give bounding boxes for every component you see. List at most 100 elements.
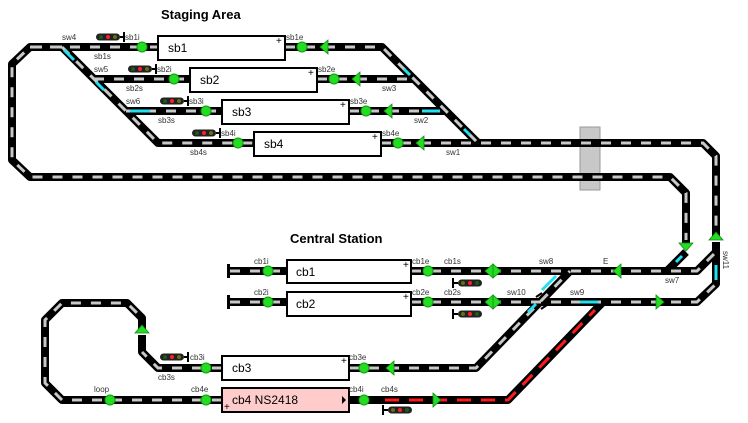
sensor-cb2i bbox=[262, 296, 274, 308]
label-cb3e: cb3e bbox=[349, 353, 367, 362]
label-cb3s: cb3s bbox=[158, 373, 175, 382]
svg-text:+: + bbox=[276, 36, 282, 47]
label-sw4: sw4 bbox=[62, 33, 77, 42]
svg-text:+: + bbox=[224, 402, 230, 413]
label-sw9: sw9 bbox=[570, 288, 585, 297]
svg-text:+: + bbox=[403, 292, 409, 303]
arrow-right-icon bbox=[432, 392, 442, 408]
block-label: sb3 bbox=[232, 105, 252, 119]
label-sb2i: sb2i bbox=[157, 65, 172, 74]
svg-text:+: + bbox=[340, 100, 346, 111]
label-cb4s: cb4s bbox=[381, 385, 398, 394]
svg-text:+: + bbox=[403, 260, 409, 271]
label-cb1e: cb1e bbox=[412, 257, 430, 266]
label-cb1s: cb1s bbox=[444, 257, 461, 266]
block-label: sb2 bbox=[200, 73, 220, 87]
block-sb4[interactable]: sb4 + bbox=[253, 131, 382, 157]
signal-cb3 bbox=[160, 352, 189, 362]
block-sb2[interactable]: sb2 + bbox=[189, 67, 318, 93]
arrow-left-icon bbox=[319, 39, 329, 55]
label-sw11: sw11 bbox=[721, 251, 730, 270]
sensor-sb2e bbox=[328, 73, 340, 85]
signal-sb4 bbox=[192, 128, 221, 138]
arrow-left-icon bbox=[612, 263, 622, 279]
block-sb3[interactable]: sb3 + bbox=[221, 99, 350, 125]
block-label: cb3 bbox=[232, 361, 252, 375]
svg-text:+: + bbox=[372, 132, 378, 143]
label-sb4i: sb4i bbox=[221, 129, 236, 138]
signal-cb2 bbox=[452, 309, 482, 319]
label-sw1: sw1 bbox=[446, 148, 461, 157]
sensor-sb4i bbox=[232, 137, 244, 149]
sensor-cb1i bbox=[262, 265, 274, 277]
sensor-sb2i bbox=[168, 73, 180, 85]
block-cb4[interactable]: cb4 NS2418+ bbox=[221, 387, 350, 413]
block-label: sb1 bbox=[168, 41, 188, 55]
sensor-loop bbox=[104, 394, 116, 406]
arrow-down-icon bbox=[678, 242, 694, 252]
arrow-left-icon bbox=[383, 103, 393, 119]
label-cb4e: cb4e bbox=[191, 385, 209, 394]
label-cb4i: cb4i bbox=[349, 385, 364, 394]
label-E: E bbox=[603, 257, 608, 266]
label-sw8: sw8 bbox=[539, 257, 554, 266]
arrow-left-icon bbox=[351, 71, 361, 87]
label-sb2s: sb2s bbox=[126, 84, 143, 93]
arrow-both-icon bbox=[484, 294, 502, 310]
signals[interactable] bbox=[96, 32, 482, 415]
svg-text:+: + bbox=[308, 68, 314, 79]
arrow-up-icon bbox=[134, 324, 150, 334]
label-sw2: sw2 bbox=[414, 116, 429, 125]
label-sb1e: sb1e bbox=[286, 33, 304, 42]
sensor-cb4e bbox=[200, 394, 212, 406]
sensor-cb3i bbox=[200, 362, 212, 374]
signal-cb4 bbox=[382, 405, 412, 415]
sensor-sb4e bbox=[392, 137, 404, 149]
label-sw5: sw5 bbox=[94, 65, 109, 74]
label-sb1i: sb1i bbox=[125, 33, 140, 42]
svg-text:+: + bbox=[341, 356, 347, 367]
arrow-both-icon bbox=[484, 263, 502, 279]
arrow-left-icon bbox=[385, 360, 395, 376]
signal-sb2 bbox=[128, 64, 157, 74]
labels: sw4 sb1i sb1s sb1e sw5 sb2i sb2s sb2e sw… bbox=[62, 33, 730, 394]
label-sb3i: sb3i bbox=[189, 97, 204, 106]
label-sb1s: sb1s bbox=[94, 52, 111, 61]
arrow-up-icon bbox=[708, 231, 724, 241]
sensor-cb4i bbox=[358, 394, 370, 406]
label-sw10: sw10 bbox=[507, 288, 526, 297]
label-sw3: sw3 bbox=[382, 84, 397, 93]
label-cb3i: cb3i bbox=[190, 353, 205, 362]
label-cb1i: cb1i bbox=[254, 257, 269, 266]
label-loop: loop bbox=[94, 385, 110, 394]
direction-arrows bbox=[134, 39, 724, 408]
arrow-left-icon bbox=[415, 135, 425, 151]
block-cb2[interactable]: cb2 + bbox=[286, 291, 412, 317]
signal-sb1 bbox=[96, 32, 125, 42]
signal-cb1 bbox=[452, 278, 482, 288]
label-sb2e: sb2e bbox=[318, 65, 336, 74]
block-label: cb4 NS2418 bbox=[232, 393, 298, 407]
label-sb3s: sb3s bbox=[158, 116, 175, 125]
central-station-title: Central Station bbox=[290, 231, 383, 246]
block-label: cb2 bbox=[296, 297, 316, 311]
sensor-sb1e bbox=[296, 41, 308, 53]
sensor-sb1i bbox=[136, 41, 148, 53]
arrow-right-icon bbox=[655, 294, 665, 310]
block-cb3[interactable]: cb3 + bbox=[221, 355, 350, 381]
label-sb4e: sb4e bbox=[382, 129, 400, 138]
label-sb4s: sb4s bbox=[190, 148, 207, 157]
label-cb2s: cb2s bbox=[444, 288, 461, 297]
label-cb2e: cb2e bbox=[412, 288, 430, 297]
label-sw6: sw6 bbox=[126, 97, 141, 106]
sensor-cb3e bbox=[358, 362, 370, 374]
label-sw7: sw7 bbox=[665, 276, 680, 285]
signal-sb3 bbox=[160, 96, 189, 106]
block-cb1[interactable]: cb1+ bbox=[286, 259, 412, 284]
block-label: sb4 bbox=[264, 137, 284, 151]
label-sb3e: sb3e bbox=[350, 97, 368, 106]
sensor-sb3i bbox=[200, 105, 212, 117]
block-sb1[interactable]: sb1 + bbox=[157, 35, 286, 61]
sensor-cb1e bbox=[422, 265, 434, 277]
